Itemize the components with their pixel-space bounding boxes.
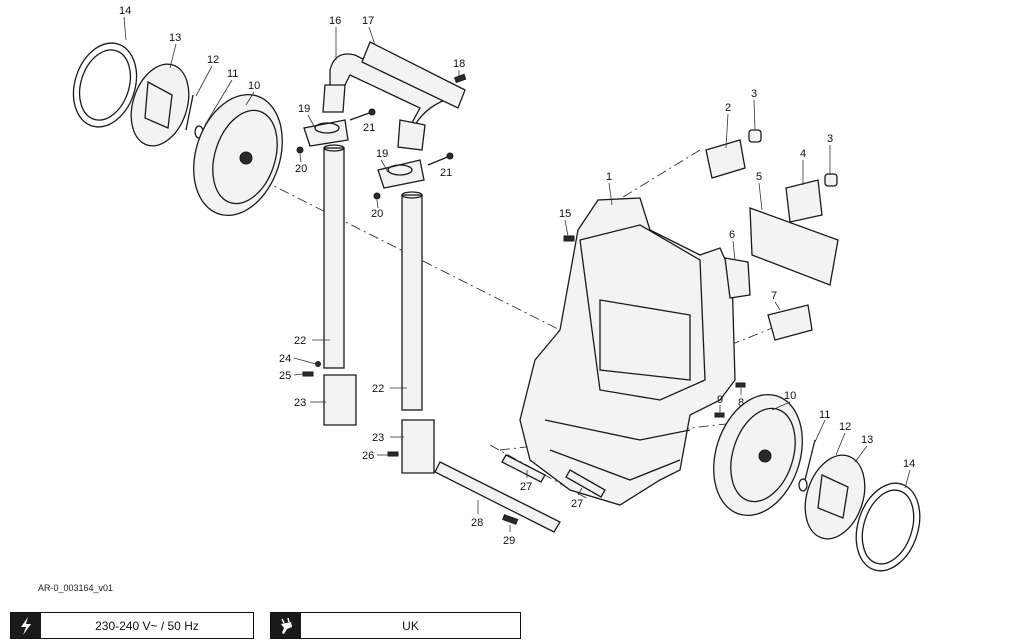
- region-spec-box: UK: [270, 612, 521, 639]
- drawing-reference: AR-0_003164_v01: [38, 583, 114, 593]
- callout-8: 8: [738, 397, 744, 409]
- tube-clamp-19a: [303, 119, 349, 147]
- callout-10: 10: [784, 390, 796, 402]
- cap-2: [705, 139, 746, 179]
- callout-20: 20: [371, 208, 383, 220]
- tube-22a: [323, 144, 345, 369]
- left-hubcap: [130, 63, 190, 147]
- callout-5: 5: [756, 171, 762, 183]
- tube-bracket-23a: [323, 374, 357, 426]
- screws-8-9: [714, 382, 746, 418]
- plug-icon: [271, 613, 301, 638]
- voltage-spec: 230-240 V~ / 50 Hz: [95, 618, 199, 633]
- hook-6: [724, 257, 751, 299]
- callout-17: 17: [362, 15, 374, 27]
- callout-14: 14: [119, 5, 131, 17]
- callout-4: 4: [800, 148, 806, 160]
- right-wheel: [713, 393, 803, 517]
- main-housing: [519, 197, 736, 506]
- screw-29: [502, 514, 519, 525]
- callout-14: 14: [903, 458, 915, 470]
- region-spec: UK: [402, 618, 419, 633]
- callout-3: 3: [751, 88, 757, 100]
- right-hubcap: [804, 454, 866, 540]
- callout-21: 21: [440, 167, 452, 179]
- callout-1: 1: [606, 171, 612, 183]
- callout-11: 11: [819, 409, 830, 421]
- axle-28: [434, 461, 561, 533]
- handle-screw-18: [453, 73, 467, 84]
- callout-22: 22: [372, 383, 384, 395]
- handle-grip-strip: [361, 41, 466, 109]
- callout-28: 28: [471, 517, 483, 529]
- callout-29: 29: [503, 535, 515, 547]
- tube-bracket-23b: [401, 419, 435, 474]
- callout-23: 23: [372, 432, 384, 444]
- callout-26: 26: [362, 450, 374, 462]
- leader-lines: [123, 16, 911, 532]
- knob-3b: [824, 173, 838, 187]
- tube-clamp-19b: [377, 159, 425, 189]
- callout-11: 11: [227, 68, 238, 80]
- nut-20a: [296, 146, 304, 154]
- callout-9: 9: [717, 394, 723, 406]
- callout-labels: 14 13 12 11 10 16 17 18 19 21 20 19 21 2…: [119, 5, 915, 547]
- callout-12: 12: [839, 421, 851, 433]
- screw-21b: [427, 152, 454, 166]
- callout-7: 7: [771, 290, 777, 302]
- left-wheel: [193, 93, 283, 217]
- callout-10: 10: [248, 80, 260, 92]
- callout-23: 23: [294, 397, 306, 409]
- screw-21a: [349, 108, 376, 121]
- axle-pins-27: [501, 454, 606, 498]
- left-hubcap-ring: [72, 42, 138, 128]
- callout-20: 20: [295, 163, 307, 175]
- callout-19: 19: [298, 103, 310, 115]
- callout-18: 18: [453, 58, 465, 70]
- callout-25: 25: [279, 370, 291, 382]
- right-clip: [798, 439, 816, 492]
- upper-handle: [322, 53, 447, 151]
- panel-5: [749, 207, 839, 286]
- callout-16: 16: [329, 15, 341, 27]
- bracket-7: [767, 304, 813, 341]
- callout-19: 19: [376, 148, 388, 160]
- voltage-spec-box: 230-240 V~ / 50 Hz: [10, 612, 254, 639]
- callout-27: 27: [520, 481, 532, 493]
- tube-22b: [401, 191, 423, 411]
- callout-6: 6: [729, 229, 735, 241]
- callout-15: 15: [559, 208, 571, 220]
- callout-21: 21: [363, 122, 375, 134]
- knob-3a: [748, 129, 762, 143]
- callout-12: 12: [207, 54, 219, 66]
- callout-2: 2: [725, 102, 731, 114]
- screw-15: [563, 235, 575, 242]
- lightning-icon: [11, 613, 41, 638]
- nut-20b: [373, 192, 381, 200]
- callout-22: 22: [294, 335, 306, 347]
- right-hubcap-ring: [855, 482, 921, 572]
- callout-3: 3: [827, 133, 833, 145]
- callout-13: 13: [169, 32, 181, 44]
- cap-4: [785, 179, 823, 223]
- callout-27: 27: [571, 498, 583, 510]
- callout-13: 13: [861, 434, 873, 446]
- callout-24: 24: [279, 353, 291, 365]
